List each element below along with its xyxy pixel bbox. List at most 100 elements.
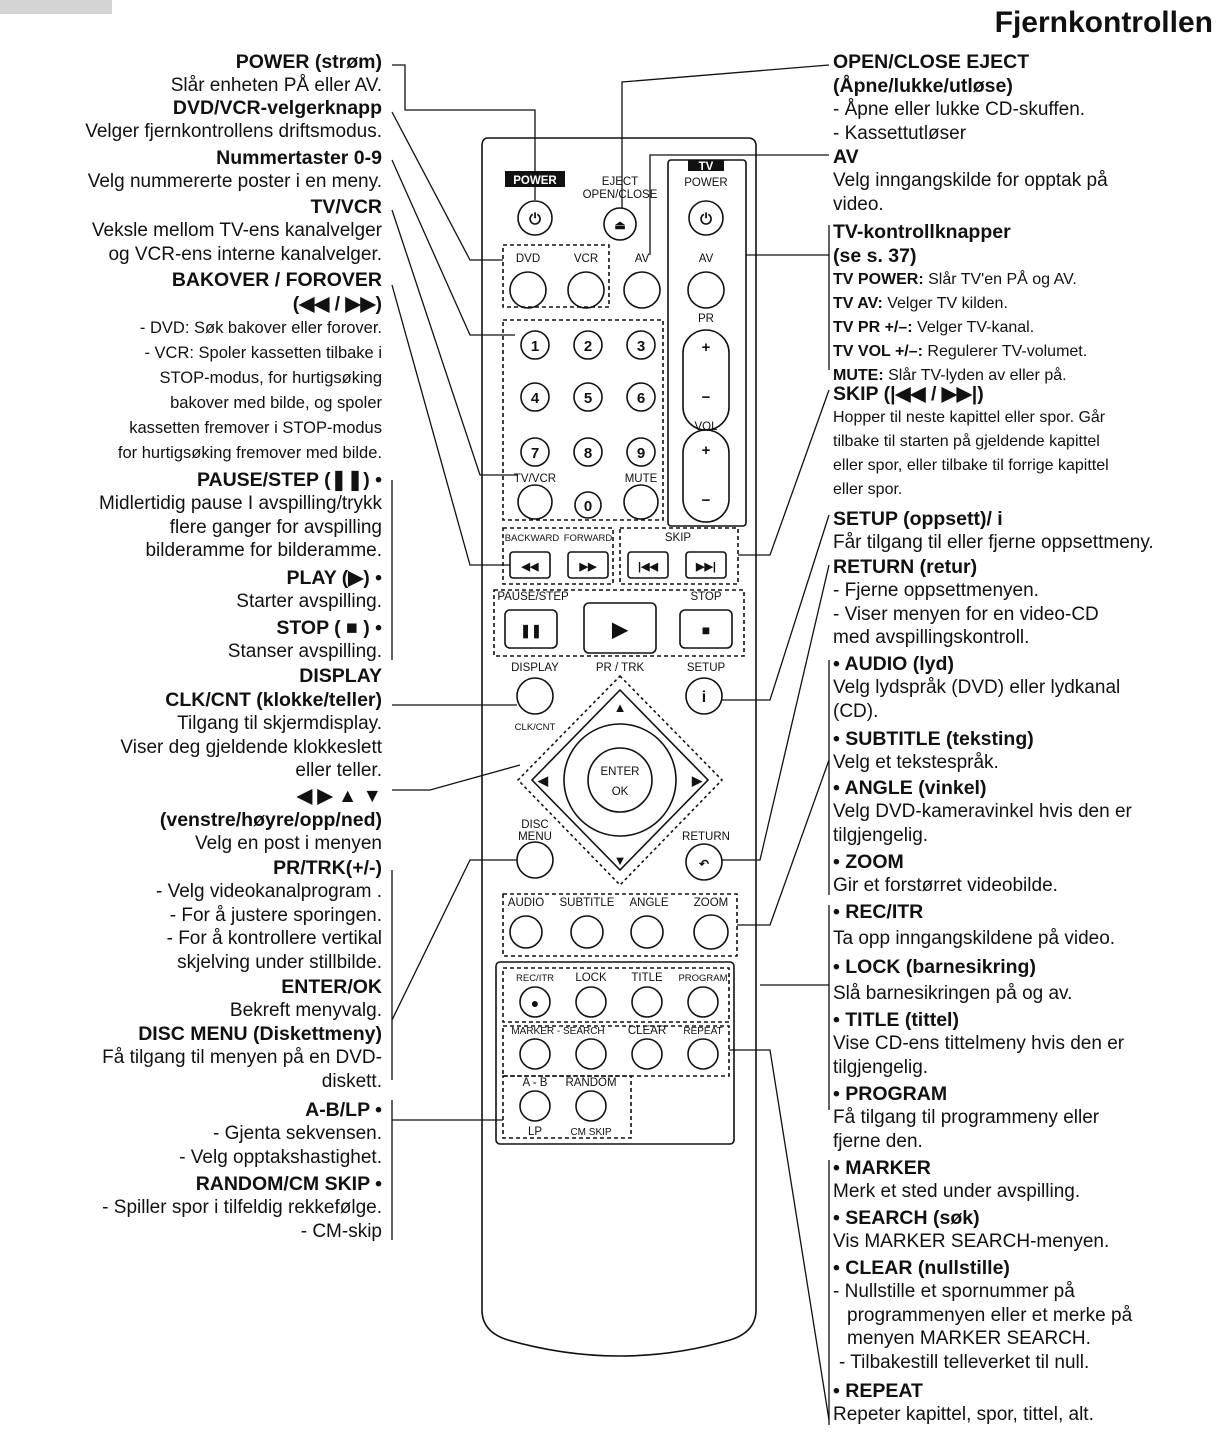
svg-text:|◀◀: |◀◀ bbox=[638, 561, 659, 573]
svg-text:RANDOM: RANDOM bbox=[565, 1077, 616, 1089]
svg-text:↶: ↶ bbox=[698, 857, 709, 871]
right-lock: • LOCK (barnesikring) Slå barnesikringen… bbox=[833, 956, 1073, 1004]
svg-text:POWER: POWER bbox=[684, 177, 727, 189]
svg-text:⏻: ⏻ bbox=[700, 211, 712, 228]
left-stop: STOP ( ■ ) • Stanser avspilling. bbox=[227, 617, 382, 662]
svg-text:MARKER - SEARCH: MARKER - SEARCH bbox=[511, 1026, 604, 1037]
svg-text:PR: PR bbox=[698, 313, 714, 325]
svg-text:REPEAT: REPEAT bbox=[683, 1026, 722, 1037]
right-skip: SKIP (|◀◀ / ▶▶|) Hopper til neste kapitt… bbox=[833, 383, 1109, 498]
svg-text:AUDIO: AUDIO bbox=[508, 897, 544, 909]
svg-text:EJECT: EJECT bbox=[602, 176, 638, 188]
svg-text:9: 9 bbox=[637, 445, 645, 462]
left-random: RANDOM/CM SKIP • - Spiller spor i tilfel… bbox=[102, 1173, 382, 1242]
svg-text:ENTER: ENTER bbox=[601, 766, 640, 778]
svg-text:PR / TRK: PR / TRK bbox=[596, 662, 645, 674]
svg-text:CLK/CNT: CLK/CNT bbox=[515, 722, 556, 733]
left-pause: PAUSE/STEP (❚❚) • Midlertidig pause I av… bbox=[98, 469, 382, 561]
svg-text:❚❚: ❚❚ bbox=[520, 623, 542, 639]
svg-text:■: ■ bbox=[702, 622, 710, 638]
svg-text:OPEN/CLOSE: OPEN/CLOSE bbox=[583, 189, 658, 201]
header-tab bbox=[0, 0, 112, 14]
svg-text:▶: ▶ bbox=[611, 619, 629, 641]
svg-text:VOL: VOL bbox=[694, 421, 718, 433]
svg-text:i: i bbox=[702, 689, 706, 706]
svg-text:CLEAR: CLEAR bbox=[628, 1025, 666, 1037]
svg-text:◀◀: ◀◀ bbox=[521, 561, 539, 573]
svg-text:STOP: STOP bbox=[690, 591, 721, 603]
right-angle: • ANGLE (vinkel) Velg DVD-kameravinkel h… bbox=[833, 777, 1132, 846]
svg-text:DVD: DVD bbox=[516, 253, 540, 265]
svg-text:SETUP: SETUP bbox=[687, 662, 726, 674]
right-marker: • MARKER Merk et sted under avspilling. bbox=[833, 1157, 1081, 1202]
left-prtrk: PR/TRK(+/-) - Velg videokanalprogram . -… bbox=[155, 857, 382, 973]
svg-text:ZOOM: ZOOM bbox=[694, 897, 729, 909]
svg-text:8: 8 bbox=[584, 445, 592, 462]
right-subtitle: • SUBTITLE (teksting) Velg et tekstesprå… bbox=[833, 728, 1034, 773]
svg-text:5: 5 bbox=[584, 390, 592, 407]
svg-text:3: 3 bbox=[637, 338, 645, 355]
left-display: DISPLAY CLK/CNT (klokke/teller) Tilgang … bbox=[120, 665, 382, 781]
right-search: • SEARCH (søk) Vis MARKER SEARCH-menyen. bbox=[833, 1207, 1110, 1252]
svg-text:SKIP: SKIP bbox=[665, 532, 692, 544]
svg-text:RETURN: RETURN bbox=[682, 831, 730, 843]
svg-text:▶▶|: ▶▶| bbox=[695, 561, 716, 573]
svg-text:REC/ITR: REC/ITR bbox=[516, 973, 554, 984]
page-title: Fjernkontrollen bbox=[994, 6, 1213, 39]
svg-text:MENU: MENU bbox=[518, 831, 552, 843]
left-arrows: ◀ ▶ ▲ ▼ (venstre/høyre/opp/ned) Velg en … bbox=[159, 785, 382, 854]
svg-text:FORWARD: FORWARD bbox=[564, 533, 613, 544]
right-title: • TITLE (tittel) Vise CD-ens tittelmeny … bbox=[833, 1009, 1125, 1078]
svg-text:AV: AV bbox=[635, 253, 650, 265]
svg-text:7: 7 bbox=[531, 445, 539, 462]
svg-text:PAUSE/STEP: PAUSE/STEP bbox=[497, 591, 569, 603]
svg-text:◀: ◀ bbox=[537, 773, 549, 788]
svg-text:TITLE: TITLE bbox=[631, 972, 663, 984]
right-recitr: • REC/ITR Ta opp inngangskildene på vide… bbox=[833, 901, 1116, 949]
tv-power-button bbox=[688, 200, 724, 236]
right-program: • PROGRAM Få tilgang til programmeny ell… bbox=[833, 1083, 1100, 1152]
svg-text:+: + bbox=[702, 442, 711, 459]
svg-text:DISPLAY: DISPLAY bbox=[511, 662, 559, 674]
right-audio: • AUDIO (lyd) Velg lydspråk (DVD) eller … bbox=[833, 653, 1121, 722]
right-zoom: • ZOOM Gir et forstørret videobilde. bbox=[833, 851, 1058, 896]
svg-text:1: 1 bbox=[531, 338, 539, 355]
right-clear: • CLEAR (nullstille) - Nullstille et spo… bbox=[833, 1257, 1133, 1373]
svg-text:−: − bbox=[702, 389, 711, 406]
svg-text:SUBTITLE: SUBTITLE bbox=[560, 897, 615, 909]
left-tvvcr: TV/VCR Veksle mellom TV-ens kanalvelger … bbox=[91, 196, 382, 265]
right-tvkontroll: TV-kontrollknapper (se s. 37) TV POWER: … bbox=[833, 221, 1088, 384]
left-ablp: A-B/LP • - Gjenta sekvensen. - Velg oppt… bbox=[179, 1099, 382, 1168]
svg-text:4: 4 bbox=[531, 390, 540, 407]
svg-text:CM SKIP: CM SKIP bbox=[570, 1127, 611, 1138]
left-discmenu: DISC MENU (Diskettmeny) Få tilgang til m… bbox=[102, 1023, 382, 1092]
svg-text:LOCK: LOCK bbox=[575, 972, 607, 984]
right-openclose: OPEN/CLOSE EJECT (Åpne/lukke/utløse) - Å… bbox=[833, 51, 1086, 144]
svg-text:●: ● bbox=[531, 995, 539, 1011]
svg-text:−: − bbox=[702, 492, 711, 509]
right-return: RETURN (retur) - Fjerne oppsettmenyen. -… bbox=[833, 556, 1099, 648]
svg-text:▼: ▼ bbox=[614, 853, 627, 868]
svg-text:▲: ▲ bbox=[614, 700, 627, 715]
power-button bbox=[517, 200, 553, 236]
svg-text:ANGLE: ANGLE bbox=[630, 897, 669, 909]
svg-text:BACKWARD: BACKWARD bbox=[505, 533, 560, 544]
svg-text:▶: ▶ bbox=[691, 773, 703, 788]
left-play: PLAY (▶) • Starter avspilling. bbox=[236, 567, 382, 612]
svg-text:0: 0 bbox=[584, 498, 592, 515]
left-power: POWER (strøm) Slår enheten PÅ eller AV. bbox=[170, 51, 382, 96]
right-repeat: • REPEAT Repeter kapittel, spor, tittel,… bbox=[833, 1380, 1094, 1425]
svg-text:PROGRAM: PROGRAM bbox=[678, 973, 727, 984]
left-bakover: BAKOVER / FOROVER (◀◀ / ▶▶) - DVD: Søk b… bbox=[117, 269, 382, 462]
right-av: AV Velg inngangskilde for opptak på vide… bbox=[833, 146, 1108, 215]
svg-text:DISC: DISC bbox=[521, 819, 548, 831]
left-dvdvcr: DVD/VCR-velgerknapp Velger fjernkontroll… bbox=[85, 97, 382, 142]
svg-text:OK: OK bbox=[612, 786, 629, 798]
svg-text:AV: AV bbox=[699, 253, 714, 265]
right-setup: SETUP (oppsett)/ i Får tilgang til eller… bbox=[833, 508, 1154, 553]
left-enter: ENTER/OK Bekreft menyvalg. bbox=[229, 976, 382, 1021]
svg-text:⏻: ⏻ bbox=[529, 211, 541, 228]
svg-text:TV/VCR: TV/VCR bbox=[514, 473, 556, 485]
